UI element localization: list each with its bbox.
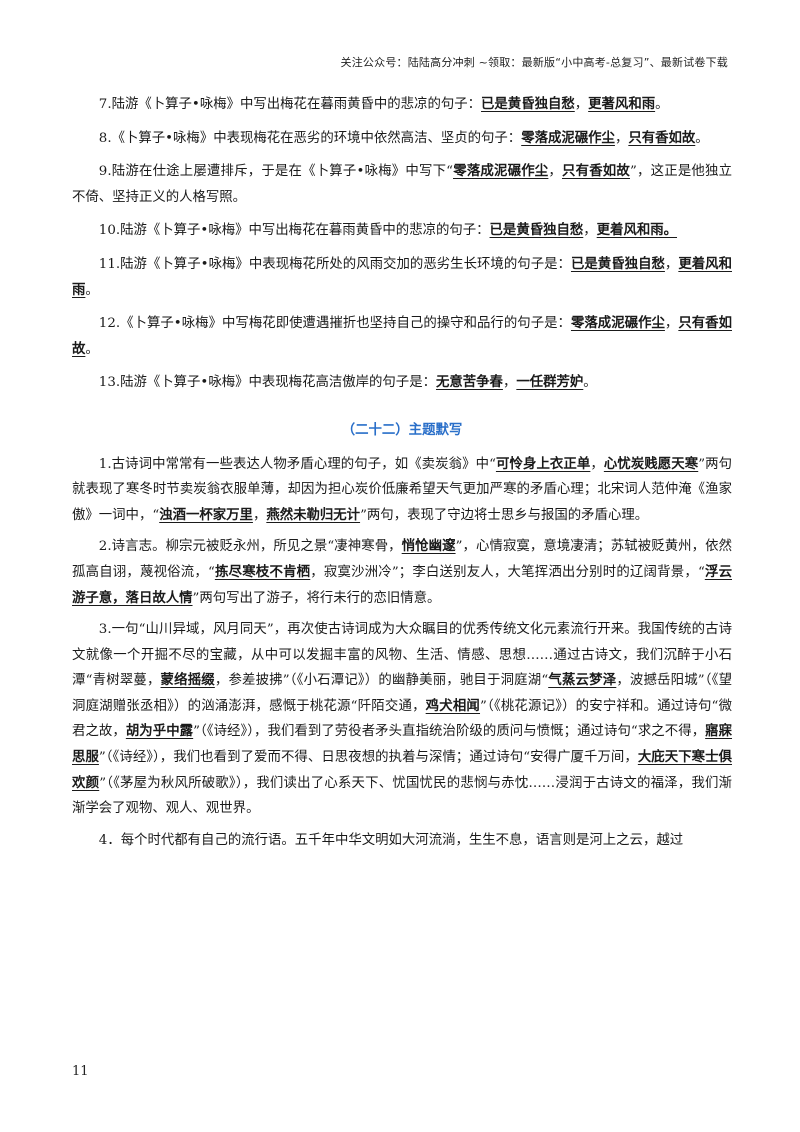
question-text: 8.《卜算子•咏梅》中表现梅花在恶劣的环境中依然高洁、坚贞的句子： bbox=[98, 130, 522, 146]
paragraph: 1.古诗词中常常有一些表达人物矛盾心理的句子，如《卖炭翁》中“可怜身上衣正单，心… bbox=[72, 455, 733, 523]
answer-blank: 更着风和雨 bbox=[72, 255, 732, 298]
answer-blank: 浊酒一杯家万里 bbox=[159, 506, 253, 523]
answer-blank: 零落成泥碾作尘 bbox=[453, 163, 549, 180]
paragraph: 3.一句“山川异域，风月同天”，再次使古诗词成为大众瞩目的优秀传统文化元素流行开… bbox=[72, 622, 733, 817]
list-item: 10.陆游《卜算子•咏梅》中写出梅花在暮雨黄昏中的悲凉的句子：已是黄昏独自愁，更… bbox=[72, 218, 732, 244]
answer-blank: 鸡犬相闻 bbox=[425, 697, 481, 714]
answer-blank: 拣尽寒枝不肯栖 bbox=[214, 563, 311, 580]
answer-blank: 已是黄昏独自愁 bbox=[570, 255, 665, 272]
question-text: 。 bbox=[695, 130, 709, 146]
question-text: 。 bbox=[85, 341, 99, 357]
question-text: 10.陆游《卜算子•咏梅》中写出梅花在暮雨黄昏中的悲凉的句子： bbox=[98, 223, 490, 239]
answer-blank: 心忧炭贱愿天寒 bbox=[603, 455, 699, 472]
question-text: 。 bbox=[85, 282, 99, 298]
question-text: ”，这正是他独立不倚、坚持正义的人格写照。 bbox=[72, 164, 732, 205]
question-text: ， bbox=[664, 316, 679, 332]
answer-blank: 悄怆幽邃 bbox=[401, 538, 456, 555]
answer-blank: 大庇天下寒士俱欢颜 bbox=[72, 749, 732, 791]
answer-blank: 零落成泥碾作尘 bbox=[570, 315, 665, 332]
answer-blank: 可怜身上衣正单 bbox=[495, 455, 591, 472]
answer-blank: 寤寐思服 bbox=[72, 723, 733, 766]
question-text: ， bbox=[502, 375, 517, 391]
page-content: 7.陆游《卜算子•咏梅》中写出梅花在暮雨黄昏中的悲凉的句子：已是黄昏独自愁，更著… bbox=[72, 92, 732, 859]
question-text: 。 bbox=[583, 375, 597, 391]
answer-blank: 燕然未勒归无计 bbox=[266, 506, 361, 523]
question-text: 12.《卜算子•咏梅》中写梅花即使遭遇摧折也坚持自己的操守和品行的句子是： bbox=[98, 316, 571, 332]
question-text: 7.陆游《卜算子•咏梅》中写出梅花在暮雨黄昏中的悲凉的句子： bbox=[98, 97, 482, 112]
question-text: ， bbox=[614, 130, 629, 146]
page-header: 关注公众号：陆陆高分冲刺 ~领取：最新版“小中高考-总复习”、最新试卷下载 bbox=[340, 56, 728, 69]
paragraph: 4．每个时代都有自己的流行语。五千年中华文明如大河流淌，生生不息，语言则是河上之… bbox=[98, 832, 684, 848]
list-item: 12.《卜算子•咏梅》中写梅花即使遭遇摧折也坚持自己的操守和品行的句子是：零落成… bbox=[72, 311, 732, 362]
answer-blank: 已是黄昏独自愁 bbox=[481, 96, 575, 112]
question-text: ， bbox=[574, 97, 589, 112]
answer-blank: 气蒸云梦泽 bbox=[548, 672, 617, 689]
question-text: 9.陆游在仕途上屡遭排斥，于是在《卜算子•咏梅》中写下“ bbox=[98, 164, 454, 180]
answer-blank: 更着风和雨。 bbox=[596, 222, 678, 239]
answer-blank: 一任群芳妒 bbox=[516, 374, 584, 391]
answer-blank: 胡为乎中露 bbox=[125, 723, 194, 740]
list-item: 7.陆游《卜算子•咏梅》中写出梅花在暮雨黄昏中的悲凉的句子：已是黄昏独自愁，更著… bbox=[72, 92, 732, 118]
list-item: 13.陆游《卜算子•咏梅》中表现梅花高洁傲岸的句子是：无意苦争春，一任群芳妒。 bbox=[72, 370, 732, 396]
question-text: ， bbox=[548, 164, 562, 180]
answer-blank: 只有香如故 bbox=[562, 163, 630, 180]
answer-blank: 无意苦争春 bbox=[435, 374, 503, 391]
answer-blank: 浮云游子意，落日故人情 bbox=[72, 563, 732, 606]
question-text: 13.陆游《卜算子•咏梅》中表现梅花高洁傲岸的句子是： bbox=[98, 375, 436, 391]
answer-blank: 零落成泥碾作尘 bbox=[521, 129, 615, 146]
question-text: ， bbox=[583, 223, 597, 239]
page-number: 11 bbox=[72, 1064, 89, 1079]
list-item: 9.陆游在仕途上屡遭排斥，于是在《卜算子•咏梅》中写下“零落成泥碾作尘，只有香如… bbox=[72, 159, 732, 210]
answer-blank: 已是黄昏独自愁 bbox=[489, 222, 584, 239]
section-title: （二十二）主题默写 bbox=[341, 422, 463, 438]
paragraph: 2.诗言志。柳宗元被贬永州，所见之景“凄神寒骨，悄怆幽邃”，心情寂寞，意境凄清；… bbox=[72, 538, 732, 606]
answer-blank: 只有香如故 bbox=[72, 315, 732, 357]
question-text: ， bbox=[664, 256, 679, 272]
question-text: 。 bbox=[655, 97, 669, 112]
question-text: 11.陆游《卜算子•咏梅》中表现梅花所处的风雨交加的恶劣生长环境的句子是： bbox=[98, 256, 571, 272]
answer-blank: 只有香如故 bbox=[628, 129, 696, 146]
list-item: 11.陆游《卜算子•咏梅》中表现梅花所处的风雨交加的恶劣生长环境的句子是：已是黄… bbox=[72, 252, 732, 303]
list-item: 8.《卜算子•咏梅》中表现梅花在恶劣的环境中依然高洁、坚贞的句子：零落成泥碾作尘… bbox=[72, 126, 732, 152]
answer-blank: 蒙络摇缀 bbox=[160, 672, 215, 689]
answer-blank: 更著风和雨 bbox=[588, 96, 656, 112]
